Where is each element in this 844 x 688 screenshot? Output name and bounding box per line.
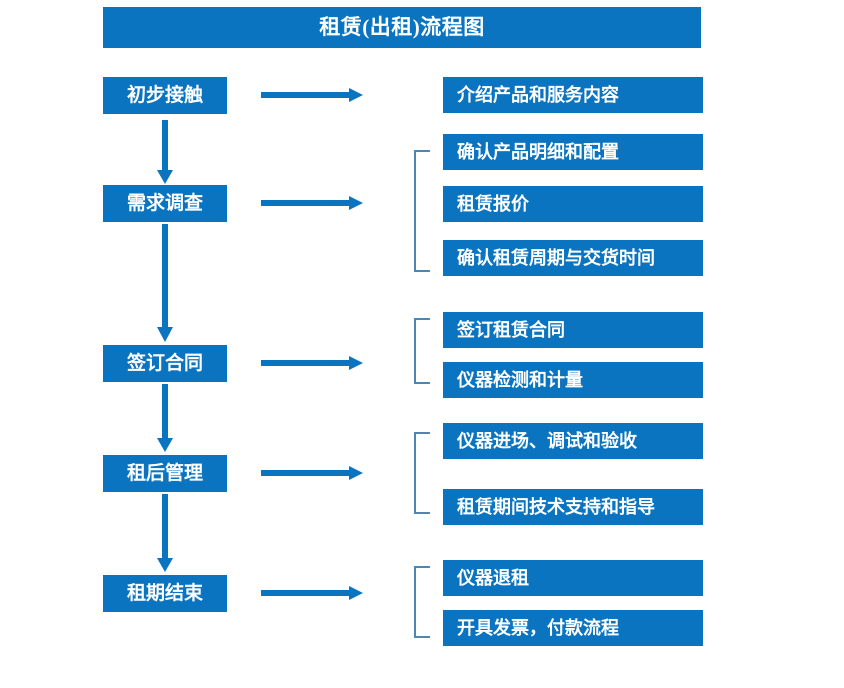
- detail-box-3[interactable]: 租赁报价: [443, 186, 703, 222]
- detail-label: 租赁报价: [457, 194, 529, 214]
- detail-label: 介绍产品和服务内容: [457, 85, 619, 105]
- detail-box-10[interactable]: 开具发票，付款流程: [443, 610, 703, 646]
- stage-label: 租后管理: [126, 463, 203, 484]
- detail-label: 仪器检测和计量: [457, 370, 583, 390]
- stage-label: 初步接触: [126, 85, 203, 106]
- detail-label: 仪器进场、调试和验收: [457, 431, 637, 451]
- horizontal-arrow-5: [261, 584, 363, 602]
- detail-box-6[interactable]: 仪器检测和计量: [443, 362, 703, 398]
- stage-label: 需求调查: [126, 193, 203, 214]
- stage-label: 租期结束: [126, 583, 203, 604]
- horizontal-arrow-2: [261, 194, 363, 212]
- group-bracket-3: [414, 432, 430, 514]
- vertical-arrow-1: [155, 120, 175, 186]
- horizontal-arrow-4: [261, 464, 363, 482]
- group-bracket-4: [414, 566, 430, 638]
- horizontal-arrow-3: [261, 354, 363, 372]
- detail-box-1[interactable]: 介绍产品和服务内容: [443, 77, 703, 113]
- stage-box-3[interactable]: 签订合同: [103, 345, 227, 382]
- stage-box-2[interactable]: 需求调查: [103, 185, 227, 222]
- group-bracket-2: [414, 318, 430, 384]
- group-bracket-1: [414, 150, 430, 272]
- detail-box-9[interactable]: 仪器退租: [443, 560, 703, 596]
- detail-box-4[interactable]: 确认租赁周期与交货时间: [443, 240, 703, 276]
- stage-label: 签订合同: [126, 353, 203, 374]
- stage-box-4[interactable]: 租后管理: [103, 455, 227, 492]
- diagram-title-bar: 租赁(出租)流程图: [103, 7, 701, 48]
- vertical-arrow-2: [155, 224, 175, 344]
- detail-box-7[interactable]: 仪器进场、调试和验收: [443, 423, 703, 459]
- page-title: 租赁(出租)流程图: [319, 15, 485, 39]
- detail-box-5[interactable]: 签订租赁合同: [443, 312, 703, 348]
- detail-label: 签订租赁合同: [457, 320, 565, 340]
- stage-box-1[interactable]: 初步接触: [103, 77, 227, 114]
- detail-label: 仪器退租: [457, 568, 529, 588]
- detail-label: 租赁期间技术支持和指导: [457, 497, 655, 517]
- horizontal-arrow-1: [261, 86, 363, 104]
- detail-box-8[interactable]: 租赁期间技术支持和指导: [443, 489, 703, 525]
- detail-label: 确认租赁周期与交货时间: [457, 248, 655, 268]
- stage-box-5[interactable]: 租期结束: [103, 575, 227, 612]
- detail-box-2[interactable]: 确认产品明细和配置: [443, 134, 703, 170]
- vertical-arrow-4: [155, 494, 175, 574]
- detail-label: 确认产品明细和配置: [457, 142, 619, 162]
- detail-label: 开具发票，付款流程: [457, 618, 619, 638]
- vertical-arrow-3: [155, 384, 175, 454]
